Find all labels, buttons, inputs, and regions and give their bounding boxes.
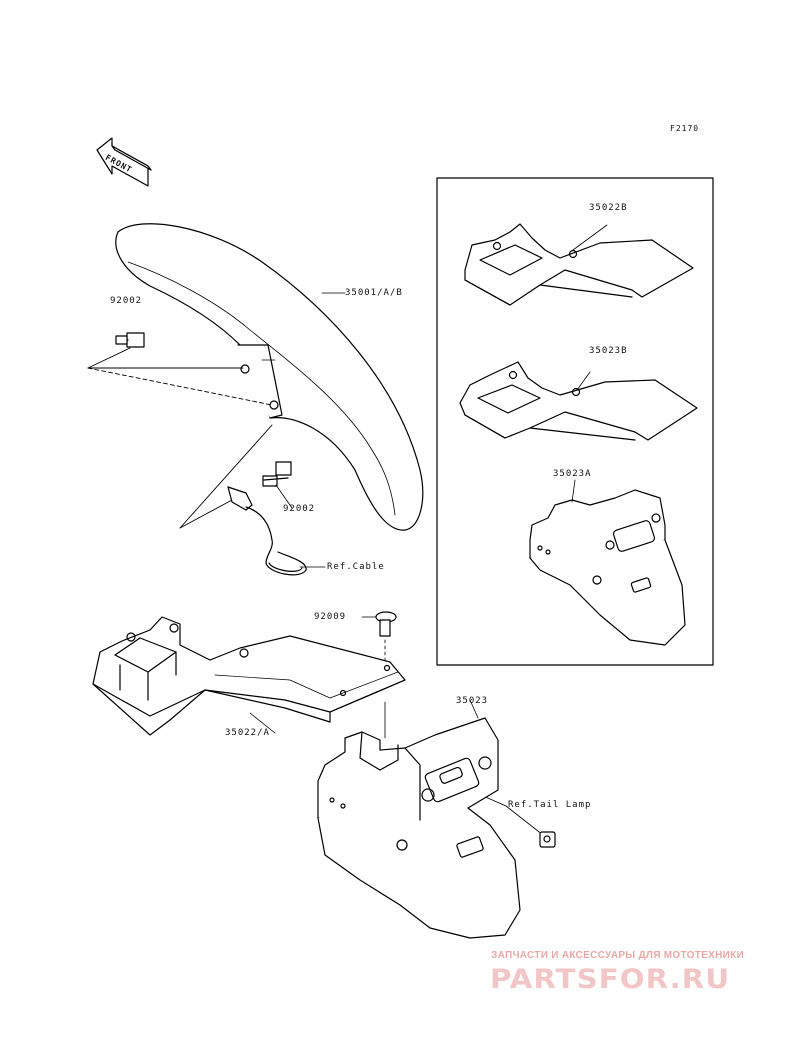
watermark-logo: PARTSFOR.RU <box>490 964 731 995</box>
rear-fender-flap-35022b <box>464 223 694 306</box>
part-label-35023: 35023 <box>456 696 489 706</box>
part-label-35023b: 35023B <box>589 346 628 356</box>
diagram-code-label: F2170 <box>670 124 700 133</box>
bolt-92002-upper <box>115 332 145 348</box>
rear-fender-flap-35022a <box>92 616 406 736</box>
license-bracket-35023 <box>317 717 521 939</box>
part-label-35022b: 35022B <box>589 203 628 213</box>
tail-lamp-nut-part <box>539 831 556 848</box>
part-label-35001: 35001/A/B <box>345 288 403 298</box>
screw-92009-part <box>375 611 397 637</box>
part-label-92002-lower: 92002 <box>283 504 316 514</box>
watermark-tagline: ЗАПЧАСТИ И АКСЕССУАРЫ ДЛЯ МОТОТЕХНИКИ <box>491 950 744 961</box>
bolt-92002-lower <box>262 461 292 487</box>
rear-fender-flap-35023b <box>459 361 698 441</box>
part-label-92009: 92009 <box>314 612 347 622</box>
ref-tail-lamp-label: Ref.Tail Lamp <box>508 800 592 810</box>
cable-clamp-part <box>227 486 307 576</box>
front-arrow-icon <box>96 137 152 187</box>
ref-cable-label: Ref.Cable <box>327 562 385 572</box>
part-label-92002-upper: 92002 <box>110 296 143 306</box>
front-fender-part <box>115 223 424 531</box>
license-bracket-35023a <box>529 489 686 646</box>
alternative-parts-box <box>436 177 714 666</box>
part-label-35023a: 35023A <box>553 469 592 479</box>
part-label-35022a: 35022/A <box>225 728 270 738</box>
